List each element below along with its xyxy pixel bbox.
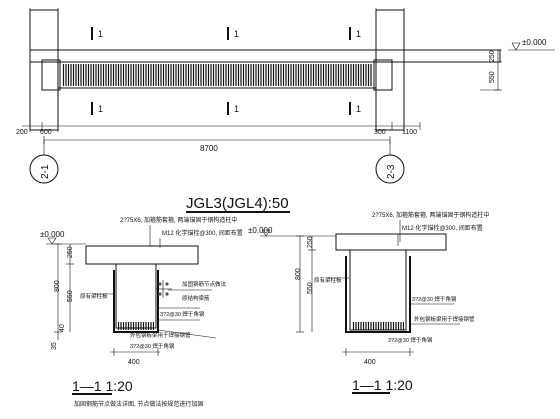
left-column — [29, 9, 59, 131]
note: 3?2@30 焊于角钢 — [130, 342, 175, 350]
note: 原结构梁筋 — [182, 294, 210, 302]
note: 3?2@30 焊于角钢 — [160, 310, 205, 318]
dim-value: 800 — [295, 268, 302, 280]
note: 加固钢筋节点做法 — [182, 280, 227, 288]
section-mark: 1 — [98, 104, 103, 114]
dim-value: 200 — [16, 129, 28, 136]
right-dimension: 250 550 — [480, 49, 502, 91]
beam-body — [57, 61, 377, 89]
anchor-note: M12 化学锚栓@300, 间距布置 — [162, 229, 243, 237]
right-column — [375, 9, 405, 131]
beam-rebar-band — [62, 64, 372, 86]
axis-marks: 2-1 2-3 — [29, 140, 405, 184]
floor-slab — [29, 49, 501, 63]
dim-value: 250 — [307, 236, 314, 248]
level-label: ±0.000 — [522, 38, 547, 47]
dim-value: 550 — [67, 290, 74, 302]
dim-value: 35 — [51, 342, 58, 350]
note: 外包钢板梁用于焊接钢管 — [414, 315, 475, 323]
dim-value: 600 — [40, 129, 52, 136]
steel-jacket — [345, 256, 411, 333]
section-caption: 1—1 1:20 — [72, 378, 133, 394]
dim-value: 250 — [489, 50, 496, 62]
slab-flange — [335, 233, 447, 251]
note: 原有梁柱板 — [80, 292, 108, 300]
left-section: 2?75X6, 加箍筋套箍, 两端锚固于钢构造柱中 M12 化学锚栓@300, … — [40, 216, 243, 408]
axis-label: 2-3 — [386, 164, 397, 179]
level-label: ±0.000 — [248, 226, 273, 235]
level-mark-right: ±0.000 — [508, 38, 555, 51]
slab-flange — [85, 245, 199, 265]
note: 原有梁柱板 — [314, 276, 342, 284]
level-label: ±0.000 — [40, 230, 65, 239]
note: 外包钢板梁用于焊接钢管 — [130, 331, 191, 339]
steel-jacket — [113, 270, 159, 333]
dim-value: 400 — [128, 359, 140, 366]
dim-value: 800 — [54, 280, 61, 292]
dim-value: 1100 — [402, 129, 417, 136]
section-marks: 1 1 1 1 1 1 — [91, 27, 361, 115]
section-caption: 1—1 1:20 — [352, 377, 413, 393]
dim-value: 250 — [67, 246, 74, 258]
dim-value: 300 — [374, 129, 386, 136]
section-mark: 1 — [234, 29, 239, 39]
dim-value: 400 — [364, 359, 376, 366]
beam-web — [349, 249, 407, 331]
anchor-note: M12 化学锚栓@300, 间距布置 — [402, 224, 483, 232]
beam-web — [115, 263, 157, 329]
section-mark: 1 — [356, 104, 361, 114]
top-note: 2?75X6, 加箍筋套箍, 两端锚固于钢构造柱中 — [372, 211, 489, 219]
dim-value: 550 — [307, 282, 314, 294]
section-mark: 1 — [98, 29, 103, 39]
section-mark: 1 — [356, 29, 361, 39]
section-mark: 1 — [234, 104, 239, 114]
dim-value: 8700 — [200, 144, 218, 153]
note: 3?2@30 焊于角钢 — [412, 295, 457, 303]
dim-value: 40 — [59, 324, 66, 332]
top-note: 2?75X6, 加箍筋套箍, 两端锚固于钢构造柱中 — [120, 216, 237, 224]
dim-value: 550 — [489, 71, 496, 83]
beam-elevation: 1 1 1 1 1 1 ±0.000 250 550 — [16, 8, 555, 184]
right-section: 2?75X6, 加箍筋套箍, 两端锚固于钢构造柱中 M12 化学锚栓@300, … — [248, 211, 489, 394]
detail-title: JGL3(JGL4):50 — [186, 195, 289, 212]
rebar-dots — [156, 280, 172, 298]
axis-label: 2-1 — [40, 164, 51, 179]
bottom-dimensions: 200 600 8700 300 1100 — [16, 122, 421, 153]
note: 3?2@30 焊于角钢 — [388, 336, 433, 344]
footnote: 加固钢筋节点做法详图, 节点做法按规范进行加固 — [74, 400, 203, 408]
